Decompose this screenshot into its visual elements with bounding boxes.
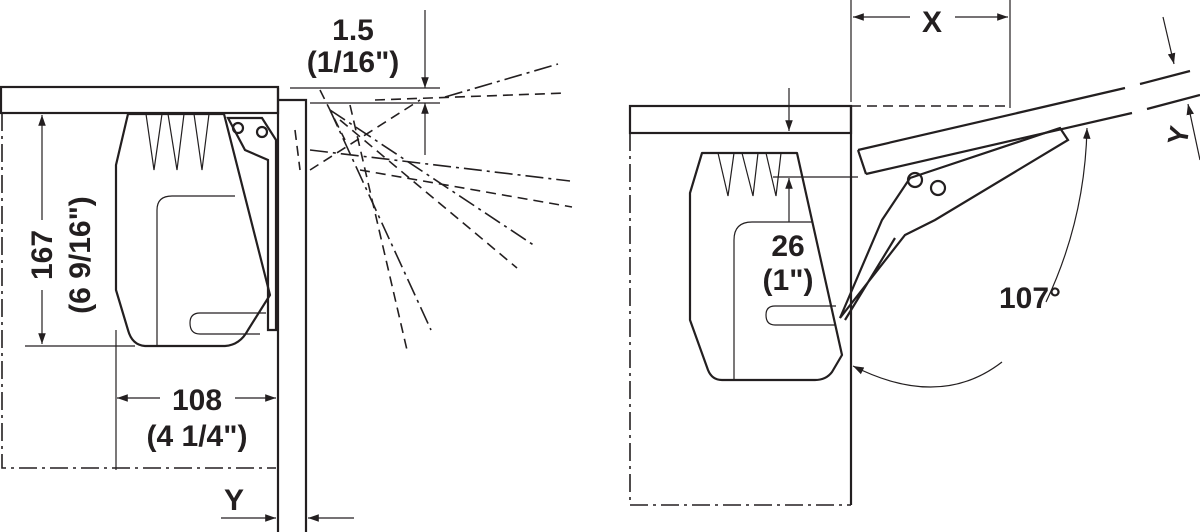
- gap-dim-mm: 1.5: [332, 14, 374, 47]
- door-thickness-label: Y: [1162, 123, 1196, 147]
- top-panel: [0, 85, 280, 115]
- open-view: X 26 (1") 107° Y: [628, 0, 1200, 506]
- cabinet-outline: [629, 133, 851, 506]
- opening-angle-label: 107°: [999, 282, 1061, 315]
- gap-dim-inch: (1/16"): [307, 46, 400, 79]
- extension-line: [290, 87, 440, 104]
- height-dim-inch: (6 9/16"): [64, 196, 97, 314]
- lift-arm: [838, 126, 1070, 321]
- height-dim-mm: 167: [26, 230, 59, 280]
- body-ribs: [145, 113, 210, 171]
- cabinet-outline: [1, 113, 276, 469]
- pivot: [231, 121, 245, 135]
- angle-arc: [852, 361, 1003, 388]
- x-dim-label: X: [922, 6, 942, 39]
- lift-body: [114, 112, 272, 348]
- door-thickness-dim-line: [1162, 16, 1176, 65]
- door-open: [856, 69, 1200, 176]
- door-swing-phantom: [294, 63, 573, 351]
- pivot: [906, 171, 924, 189]
- door-thickness-label: Y: [224, 484, 244, 517]
- angle-arc: [1045, 127, 1091, 303]
- hinge-arm: [226, 116, 278, 332]
- body-inner-outline: [156, 195, 266, 346]
- pivot: [929, 179, 947, 197]
- door-thickness-dim-line: [1186, 103, 1200, 161]
- closed-view: 167 (6 9/16") 108 (4 1/4") 1.5 (1/16") Y: [0, 10, 573, 532]
- top-panel: [628, 104, 853, 135]
- pivot: [255, 125, 269, 139]
- width-dim-inch: (4 1/4"): [147, 420, 248, 453]
- width-dim-mm: 108: [172, 384, 222, 417]
- body-ribs: [717, 152, 782, 197]
- lift-body: [688, 151, 844, 382]
- offset-dim-mm: 26: [771, 230, 804, 263]
- door-closed: [276, 88, 308, 532]
- offset-dim-inch: (1"): [763, 264, 814, 297]
- body-inner-outline: [733, 221, 836, 380]
